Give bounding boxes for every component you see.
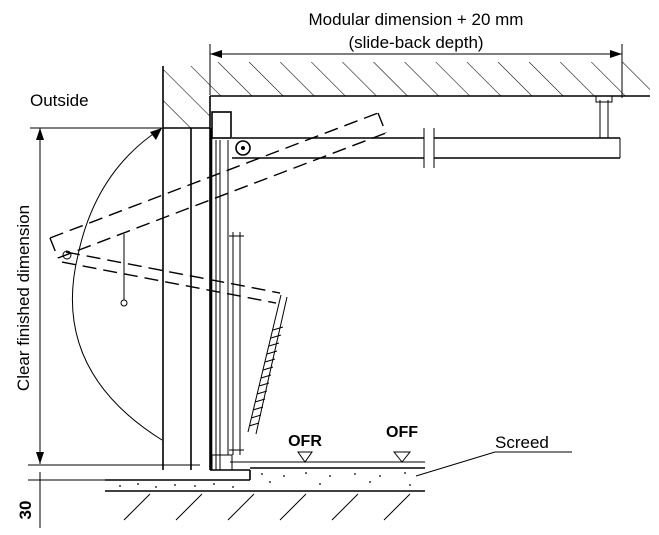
dimension-label-line2: (slide-back depth) — [348, 33, 483, 52]
coil-spring — [247, 294, 288, 435]
vertical-dimension: Clear finished dimension 30 — [14, 127, 200, 528]
bottom-dimension-label: 30 — [16, 501, 35, 520]
door-leaf — [209, 111, 233, 471]
swing-arc — [71, 127, 163, 441]
outside-label: Outside — [30, 91, 89, 110]
screed-label: Screed — [495, 433, 549, 452]
ground-hatch — [123, 493, 411, 521]
clear-finished-label: Clear finished dimension — [14, 205, 33, 391]
off-label: OFF — [386, 424, 418, 441]
floor-slab — [105, 461, 425, 521]
ofr-marker: OFR — [288, 433, 322, 463]
ceiling-track — [232, 95, 621, 168]
ceiling — [209, 62, 650, 470]
screed-callout: Screed — [415, 433, 572, 477]
spring-tube — [229, 232, 244, 455]
screed-dots — [119, 472, 411, 488]
door-intermediate-dashed — [49, 112, 387, 307]
dimension-label-line1: Modular dimension + 20 mm — [309, 10, 524, 29]
off-marker: OFF — [386, 424, 418, 463]
outside-wall — [162, 66, 210, 470]
ofr-label: OFR — [288, 433, 322, 450]
top-dimension: Modular dimension + 20 mm (slide-back de… — [209, 10, 623, 98]
